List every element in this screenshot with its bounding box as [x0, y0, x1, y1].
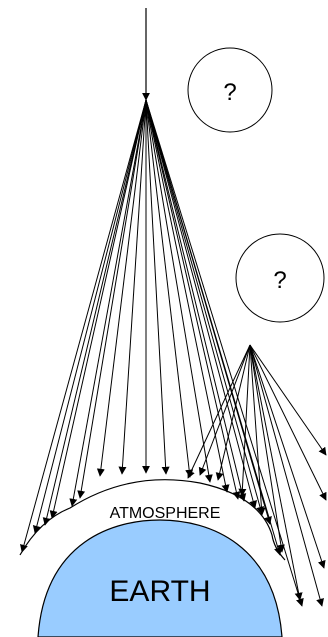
primary-ray-2	[35, 100, 146, 533]
atmosphere-label: ATMOSPHERE	[110, 505, 221, 522]
earth-label: EARTH	[109, 575, 210, 608]
secondary-ray-11	[250, 345, 326, 455]
secondary-ray-5	[250, 345, 262, 515]
question-label-mid: ?	[273, 267, 286, 294]
secondary-ray-8	[250, 345, 322, 606]
primary-ray-4	[52, 100, 146, 518]
primary-ray-7	[100, 100, 146, 476]
primary-ray-6	[80, 100, 146, 498]
primary-ray-14	[146, 100, 238, 499]
primary-ray-11	[146, 100, 190, 477]
secondary-ray-10	[250, 345, 326, 500]
primary-ray-12	[146, 100, 210, 482]
primary-ray-15	[146, 100, 244, 501]
question-label-top: ?	[223, 79, 236, 106]
primary-ray-3	[45, 100, 146, 525]
primary-ray-16	[146, 100, 255, 508]
primary-ray-13	[146, 100, 227, 492]
primary-ray-5	[72, 100, 146, 506]
primary-ray-8	[122, 100, 146, 474]
secondary-ray-1	[188, 345, 250, 478]
